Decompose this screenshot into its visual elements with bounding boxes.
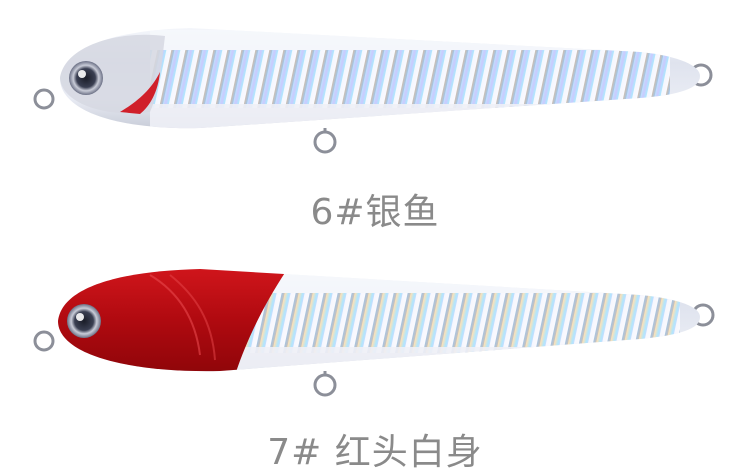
product-label: 6#银鱼 [310,192,440,233]
product-label: 7# 红头白身 [267,432,483,473]
lure-image-red-head [33,269,715,397]
product-red-head: 7# 红头白身 [0,235,750,473]
lure-image-silver [33,28,713,154]
product-silver: 6#银鱼 [0,0,750,235]
